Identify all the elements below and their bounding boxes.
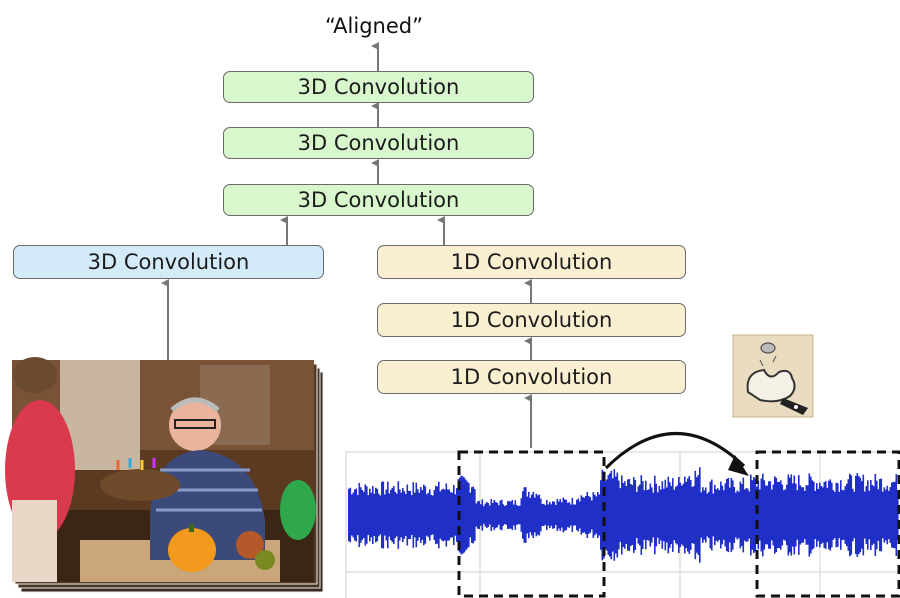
output-label: “Aligned” [325, 14, 423, 38]
audio-conv-2: 1D Convolution [377, 303, 686, 337]
window-shifted [755, 450, 900, 598]
fusion-conv-3: 3D Convolution [223, 71, 534, 103]
fusion-conv-2: 3D Convolution [223, 127, 534, 159]
audio-conv-1: 1D Convolution [377, 360, 686, 394]
shift-arrow-icon [604, 432, 746, 470]
video-conv: 3D Convolution [13, 245, 324, 279]
audio-conv-3: 1D Convolution [377, 245, 686, 279]
fusion-conv-1: 3D Convolution [223, 184, 534, 216]
window-original [457, 450, 606, 598]
